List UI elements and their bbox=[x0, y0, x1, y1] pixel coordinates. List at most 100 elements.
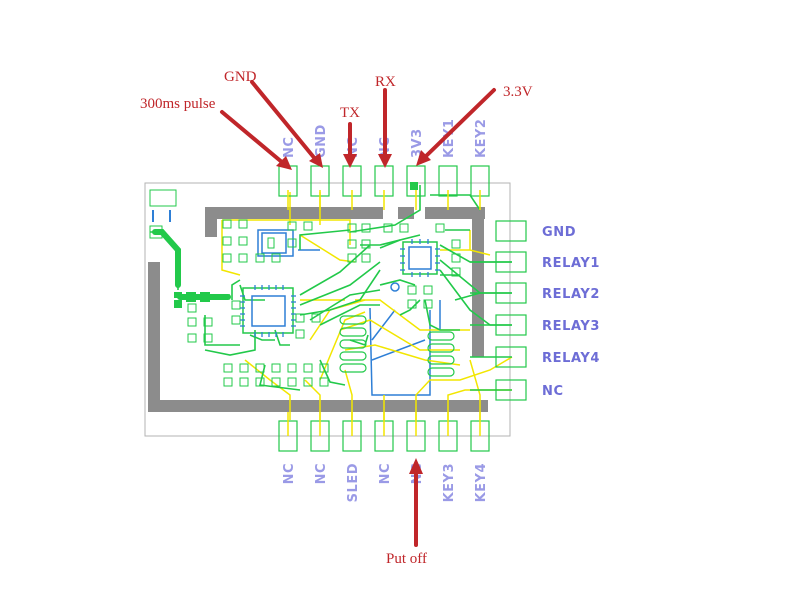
pulse-arrow bbox=[220, 110, 285, 165]
smd-pad bbox=[319, 363, 329, 373]
smd-pad bbox=[203, 333, 213, 343]
bottom-pin-label: NC bbox=[314, 463, 329, 484]
driver-chip bbox=[400, 239, 440, 277]
blue-traces bbox=[257, 229, 441, 396]
oval-pads bbox=[339, 315, 455, 377]
smd-pad bbox=[271, 363, 281, 373]
yellow-traces bbox=[221, 192, 513, 420]
annotation-rx: RX bbox=[375, 74, 396, 90]
right-pin-pad bbox=[495, 220, 527, 242]
smd-pad bbox=[311, 313, 321, 323]
smd-pad bbox=[423, 299, 433, 309]
smd-pad bbox=[239, 377, 249, 387]
v33-arrow bbox=[422, 88, 496, 160]
smd-pad bbox=[451, 267, 461, 277]
filled-pads bbox=[174, 182, 418, 308]
smd-pad bbox=[295, 313, 305, 323]
rx-arrowhead bbox=[378, 154, 392, 168]
smd-pad bbox=[435, 223, 445, 233]
smd-pad bbox=[222, 253, 232, 263]
bottom-pin-label: SLED bbox=[346, 463, 361, 502]
smd-pad bbox=[255, 253, 265, 263]
board-outline bbox=[144, 182, 511, 437]
v33-arrowhead bbox=[416, 150, 431, 166]
smd-pad bbox=[347, 223, 357, 233]
smd-pad bbox=[187, 333, 197, 343]
smd-pad bbox=[255, 363, 265, 373]
smd-pads bbox=[187, 219, 461, 387]
smd-pad bbox=[399, 223, 409, 233]
smd-pad bbox=[347, 253, 357, 263]
smd-pad bbox=[203, 317, 213, 327]
smd-pad bbox=[287, 377, 297, 387]
smd-pad bbox=[451, 253, 461, 263]
bottom-pin-label: NC bbox=[282, 463, 297, 484]
smd-pad bbox=[319, 377, 329, 387]
smd-pad bbox=[231, 300, 241, 310]
annotation-pulse: 300ms pulse bbox=[140, 96, 216, 112]
smd-pad bbox=[451, 239, 461, 249]
left-marker bbox=[149, 189, 177, 239]
smd-pad bbox=[238, 236, 248, 246]
smd-pad bbox=[287, 363, 297, 373]
putoff-arrowhead bbox=[409, 458, 423, 474]
bottom-pin-label: KEY4 bbox=[474, 463, 489, 502]
annotation-gnd: GND bbox=[224, 69, 257, 85]
smd-pad bbox=[361, 223, 371, 233]
annotation-arrows bbox=[220, 80, 496, 547]
right-pin-label: RELAY3 bbox=[542, 319, 600, 334]
tx-arrowhead bbox=[343, 154, 357, 168]
smd-pad bbox=[361, 253, 371, 263]
smd-pad bbox=[347, 239, 357, 249]
top-pin-labels: NCGNDNCNC3V3KEY1KEY2 bbox=[282, 119, 489, 158]
gnd-arrowhead bbox=[309, 153, 323, 168]
smd-pad bbox=[295, 329, 305, 339]
pulse-arrowhead bbox=[276, 156, 292, 170]
top-pin-label: KEY2 bbox=[474, 119, 489, 158]
smd-pad bbox=[239, 363, 249, 373]
smd-pad bbox=[287, 221, 297, 231]
smd-pad bbox=[287, 238, 297, 248]
right-pin-label: NC bbox=[542, 384, 564, 399]
smd-pad bbox=[223, 377, 233, 387]
bottom-pin-labels: NCNCSLEDNCNCKEY3KEY4 bbox=[282, 463, 489, 502]
right-pin-pads bbox=[470, 220, 527, 401]
smd-pad bbox=[255, 377, 265, 387]
smd-pad bbox=[407, 299, 417, 309]
bottom-pin-label: KEY3 bbox=[442, 463, 457, 502]
smd-pad bbox=[271, 377, 281, 387]
smd-pad bbox=[361, 239, 371, 249]
right-pin-label: RELAY1 bbox=[542, 256, 600, 271]
annotation-put-off: Put off bbox=[386, 551, 427, 567]
top-pin-pads bbox=[278, 165, 490, 210]
green-traces bbox=[150, 185, 512, 391]
smd-pad bbox=[238, 253, 248, 263]
bottom-pin-pads bbox=[278, 412, 490, 452]
smd-pad bbox=[383, 223, 393, 233]
smd-pad bbox=[423, 285, 433, 295]
smd-pad bbox=[222, 236, 232, 246]
right-pin-label: GND bbox=[542, 225, 576, 240]
right-pin-label: RELAY4 bbox=[542, 351, 600, 366]
annotation-3v3: 3.3V bbox=[503, 84, 533, 100]
crystal bbox=[261, 232, 287, 254]
smd-pad bbox=[222, 219, 232, 229]
smd-pad bbox=[407, 285, 417, 295]
smd-pad bbox=[231, 315, 241, 325]
keepout-bars bbox=[148, 207, 488, 412]
smd-pad bbox=[187, 317, 197, 327]
gnd-arrow bbox=[250, 80, 318, 162]
smd-pad bbox=[187, 303, 197, 313]
annotation-tx: TX bbox=[340, 105, 360, 121]
bottom-pin-label: NC bbox=[378, 463, 393, 484]
smd-pad bbox=[303, 377, 313, 387]
smd-pad bbox=[303, 221, 313, 231]
mcu-chip bbox=[240, 285, 296, 337]
top-pin-label: NC bbox=[282, 137, 297, 158]
smd-pad bbox=[238, 219, 248, 229]
smd-pad bbox=[303, 363, 313, 373]
right-pin-label: RELAY2 bbox=[542, 287, 600, 302]
top-pin-label: GND bbox=[314, 124, 329, 158]
